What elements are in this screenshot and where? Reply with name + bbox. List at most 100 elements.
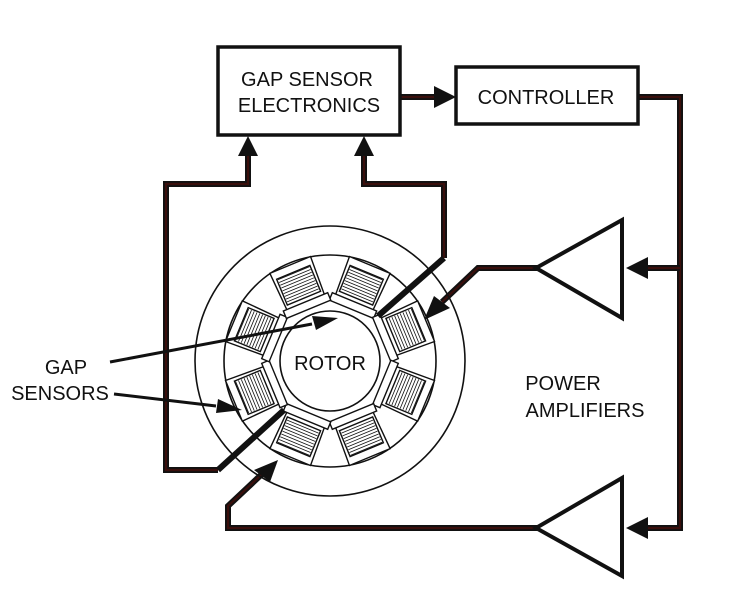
coil-hatch bbox=[286, 288, 319, 303]
coil-hatch bbox=[249, 375, 263, 408]
stator-assembly: ROTOR bbox=[194, 225, 466, 497]
coil-hatch bbox=[282, 430, 315, 445]
coil-hatch bbox=[283, 428, 316, 442]
coil-hatch bbox=[240, 379, 255, 411]
arrowhead-into-electronics-left bbox=[238, 136, 258, 156]
coil-hatch bbox=[251, 374, 266, 407]
rotor-label: ROTOR bbox=[294, 353, 366, 375]
coil-hatch bbox=[277, 441, 310, 456]
coil-hatch bbox=[350, 266, 383, 281]
pole-face bbox=[328, 291, 378, 320]
coil-hatch bbox=[342, 285, 375, 300]
stator-pole bbox=[328, 255, 392, 320]
coil-hatch bbox=[391, 316, 406, 349]
coil-hatch bbox=[277, 266, 310, 281]
pole-face bbox=[260, 359, 289, 409]
coil-hatch bbox=[278, 439, 311, 453]
coil-hatch bbox=[344, 280, 377, 294]
wire-controller-to-amplifiers bbox=[638, 94, 683, 531]
coil-hatch bbox=[281, 433, 313, 448]
coil-hatch bbox=[388, 372, 403, 405]
stator-pole bbox=[224, 359, 289, 423]
pole-face bbox=[371, 359, 400, 409]
coil-hatch bbox=[249, 314, 263, 347]
stator-outer-ring bbox=[194, 225, 466, 497]
stator-pole bbox=[268, 255, 332, 320]
gap-sensors-label-line2: SENSORS bbox=[11, 383, 109, 405]
coil-hatch bbox=[281, 274, 313, 289]
coil-hatch bbox=[235, 308, 250, 341]
arrowhead-into-controller bbox=[434, 86, 456, 108]
coil-hatch bbox=[349, 439, 382, 453]
pole-face bbox=[328, 402, 378, 431]
coil-hatch bbox=[410, 308, 425, 341]
coil-hatch bbox=[343, 282, 376, 297]
stator-pole bbox=[371, 359, 436, 423]
coil-hatch bbox=[341, 419, 374, 434]
arrowhead-into-upper-amplifier bbox=[626, 257, 648, 279]
stator-poles bbox=[224, 255, 436, 467]
coil-hatch bbox=[348, 271, 380, 286]
coil-hatch bbox=[405, 311, 420, 343]
coil-hatch bbox=[254, 373, 269, 406]
coil-hatch bbox=[344, 428, 377, 442]
coil-hatch bbox=[399, 376, 414, 409]
coil-hatch bbox=[243, 312, 258, 344]
gap-sensors-label: GAP SENSORS bbox=[11, 357, 109, 405]
coil-hatch bbox=[348, 436, 380, 451]
pole-face bbox=[282, 402, 332, 431]
controller-block: CONTROLLER bbox=[454, 65, 640, 126]
wire-lower-amplifier-to-coil bbox=[225, 471, 540, 531]
gap-sensor-probe-right bbox=[376, 255, 446, 319]
wire-upper-amplifier-to-coil bbox=[439, 265, 540, 305]
coil-hatch bbox=[342, 422, 375, 437]
power-amplifiers-label: POWER AMPLIFIERS bbox=[525, 373, 644, 422]
coil-hatch bbox=[246, 376, 261, 409]
pole-face bbox=[371, 313, 400, 363]
coil-hatch bbox=[347, 274, 379, 289]
arrowheads bbox=[238, 86, 648, 539]
coil-hatch bbox=[284, 282, 317, 297]
coil-hatch bbox=[251, 315, 266, 348]
gap-sensors-label-line1: GAP bbox=[45, 357, 87, 379]
coil-hatch bbox=[280, 436, 312, 451]
stator-pole bbox=[371, 299, 436, 363]
coil-hatch bbox=[349, 269, 382, 283]
coil-hatch bbox=[283, 280, 316, 294]
coil-hatch bbox=[391, 373, 406, 406]
coil-hatch bbox=[397, 314, 411, 347]
power-amplifiers-label-line1: POWER bbox=[525, 373, 601, 395]
coil-hatch bbox=[341, 288, 374, 303]
gap-sensor-electronics-line1: GAP SENSOR bbox=[241, 69, 373, 91]
coil-hatch bbox=[345, 430, 378, 445]
coil-hatch bbox=[284, 425, 317, 440]
pole-face bbox=[260, 313, 289, 363]
coil-hatch bbox=[402, 378, 417, 410]
gap-sensor-electronics-line2: ELECTRONICS bbox=[238, 95, 380, 117]
coil-hatch bbox=[243, 378, 258, 410]
coil-hatch bbox=[345, 277, 378, 292]
coil-hatch bbox=[402, 312, 417, 344]
stator-pole bbox=[224, 299, 289, 363]
coil-hatch bbox=[405, 379, 420, 411]
coil-hatch bbox=[285, 422, 318, 437]
coil-hatch bbox=[410, 381, 425, 414]
coil-hatch bbox=[285, 285, 318, 300]
power-amplifier-lower bbox=[531, 474, 624, 580]
coil-hatch bbox=[350, 441, 383, 456]
gap-sensor-probe-left bbox=[215, 407, 287, 473]
coil-hatch bbox=[399, 313, 414, 346]
controller-label: CONTROLLER bbox=[478, 87, 615, 109]
arrowhead-into-electronics-right bbox=[354, 136, 374, 156]
stator-inner-ring bbox=[223, 254, 437, 468]
arrowhead-into-lower-amplifier bbox=[626, 517, 648, 539]
coil-hatch bbox=[286, 419, 319, 434]
stator-pole bbox=[328, 402, 392, 467]
power-amplifier-upper bbox=[531, 216, 624, 322]
coil-hatch bbox=[397, 375, 411, 408]
arrowhead-into-upper-coil bbox=[424, 296, 450, 320]
coil-hatch bbox=[343, 425, 376, 440]
gap-sensors-pointers bbox=[109, 316, 338, 413]
coil-hatch bbox=[246, 313, 261, 346]
